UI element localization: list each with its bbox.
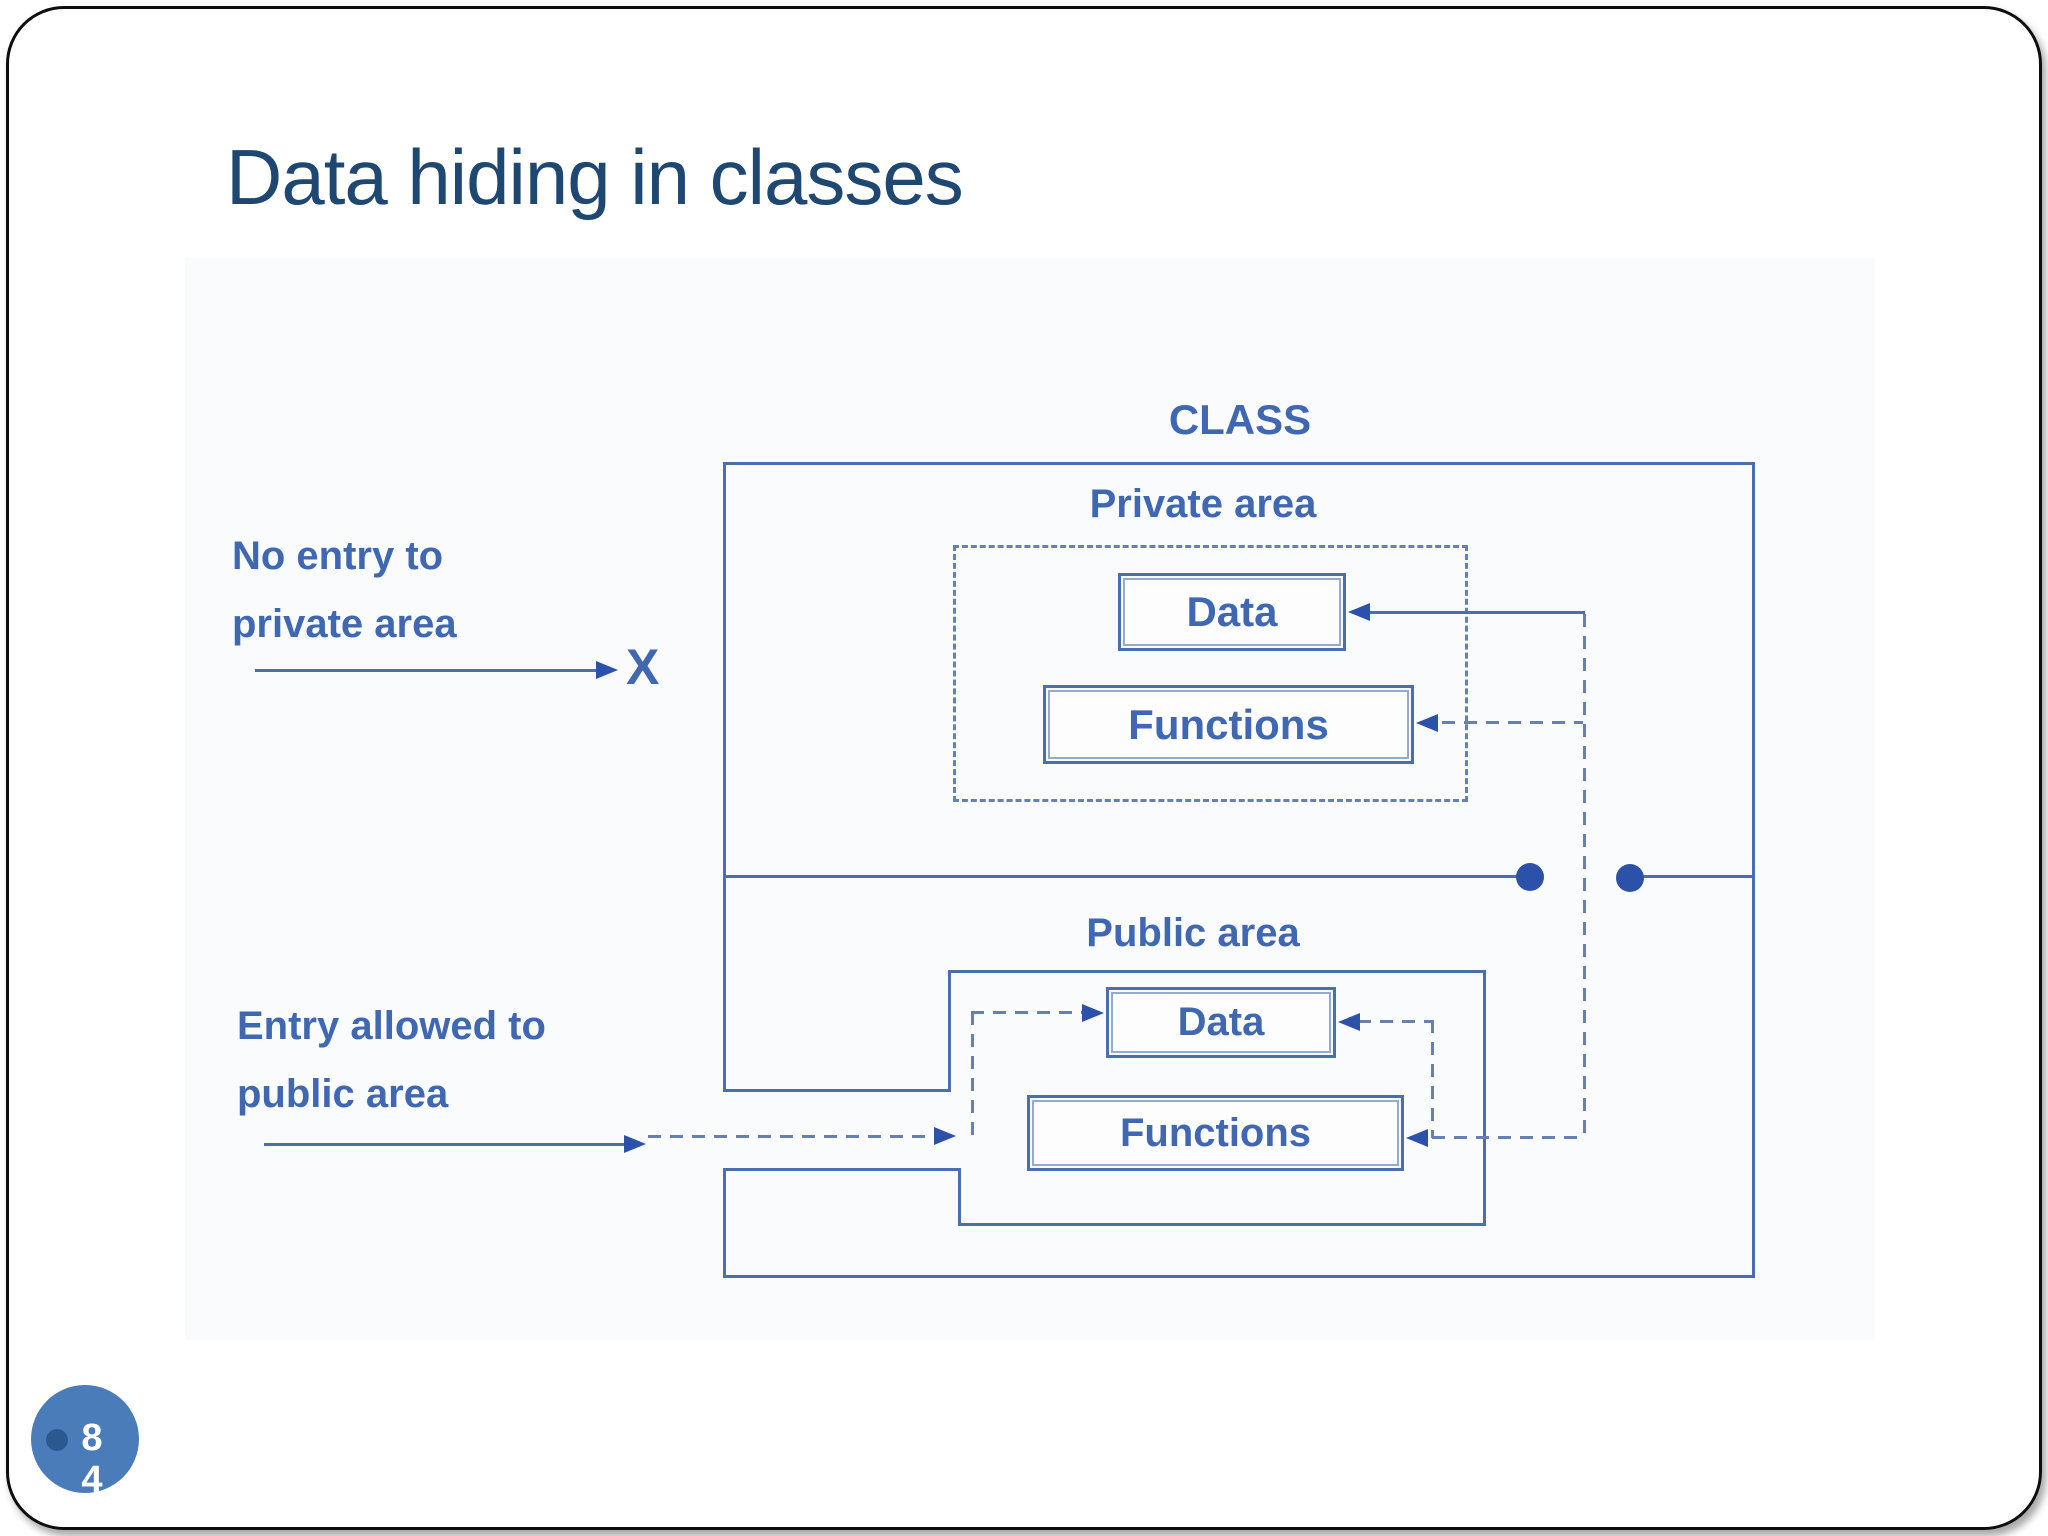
public-data-right-dashed-h: [1358, 1020, 1432, 1023]
private-functions-arrow-icon: [1416, 714, 1438, 732]
private-functions-box: Functions: [1043, 685, 1414, 764]
class-border-left-upper: [723, 462, 726, 1092]
page-title: Data hiding in classes: [226, 133, 964, 221]
public-data-left-arrow-icon: [1082, 1004, 1104, 1022]
public-box-bottom: [958, 1223, 1486, 1226]
class-border-right: [1752, 462, 1755, 1278]
private-data-arrow-icon: [1348, 603, 1370, 621]
public-functions-box: Functions: [1027, 1095, 1404, 1171]
class-label: CLASS: [1168, 396, 1312, 443]
private-area-label: Private area: [1089, 482, 1317, 526]
entry-arrow-mid-icon: [624, 1135, 646, 1153]
class-border-bottom: [723, 1275, 1755, 1278]
public-functions-arrow-icon: [1406, 1129, 1428, 1147]
class-border-top: [723, 462, 1755, 465]
entry-corridor-top-line: [723, 1089, 951, 1092]
blocked-x-marker: X: [626, 639, 660, 695]
public-box-left-upper: [948, 970, 951, 1092]
public-area-label: Public area: [1086, 911, 1300, 955]
page-number-digit-top: 8: [81, 1417, 103, 1459]
private-data-link-line: [1366, 611, 1585, 614]
private-data-box: Data: [1118, 573, 1346, 651]
area-divider-right-segment: [1643, 875, 1752, 878]
private-area-dashed-box: [953, 545, 1468, 802]
entry-arrow-end-icon: [934, 1127, 956, 1145]
public-data-right-arrow-icon: [1338, 1013, 1360, 1031]
entry-allowed-label: Entry allowed to public area: [237, 992, 546, 1128]
public-box-left-lower: [958, 1168, 961, 1226]
entry-arrow-solid-line: [264, 1143, 626, 1146]
junction-dot-right: [1616, 864, 1644, 892]
no-entry-arrow-line: [255, 669, 600, 672]
private-functions-dashed-link: [1420, 721, 1583, 724]
public-functions-dashed-link: [1410, 1136, 1583, 1139]
no-entry-label: No entry to private area: [232, 522, 457, 658]
public-data-right-dashed-v: [1431, 1020, 1434, 1138]
class-border-left-lower: [723, 1168, 726, 1278]
no-entry-label-line1: No entry to: [232, 534, 444, 578]
public-data-left-dashed-h: [971, 1011, 1086, 1014]
public-data-left-dashed-v: [971, 1012, 974, 1136]
public-box-top: [948, 970, 1486, 973]
bullet-dot-icon: [46, 1429, 68, 1451]
area-divider-left-segment: [723, 875, 1517, 878]
no-entry-arrow-icon: [596, 661, 618, 679]
page-number-bubble: 8 4: [31, 1385, 139, 1501]
entry-corridor-bottom-line: [723, 1168, 961, 1171]
page-number-digit-bottom: 4: [81, 1459, 103, 1501]
entry-arrow-dashed-line: [648, 1135, 936, 1138]
entry-allowed-label-line1: Entry allowed to: [237, 1004, 546, 1048]
no-entry-label-line2: private area: [232, 602, 457, 646]
public-data-box: Data: [1106, 987, 1336, 1058]
page-number: 8 4: [72, 1417, 112, 1501]
junction-dot-left: [1516, 863, 1544, 891]
public-box-right: [1483, 970, 1486, 1226]
entry-allowed-label-line2: public area: [237, 1072, 449, 1116]
dashed-trunk-vertical: [1583, 614, 1586, 1138]
